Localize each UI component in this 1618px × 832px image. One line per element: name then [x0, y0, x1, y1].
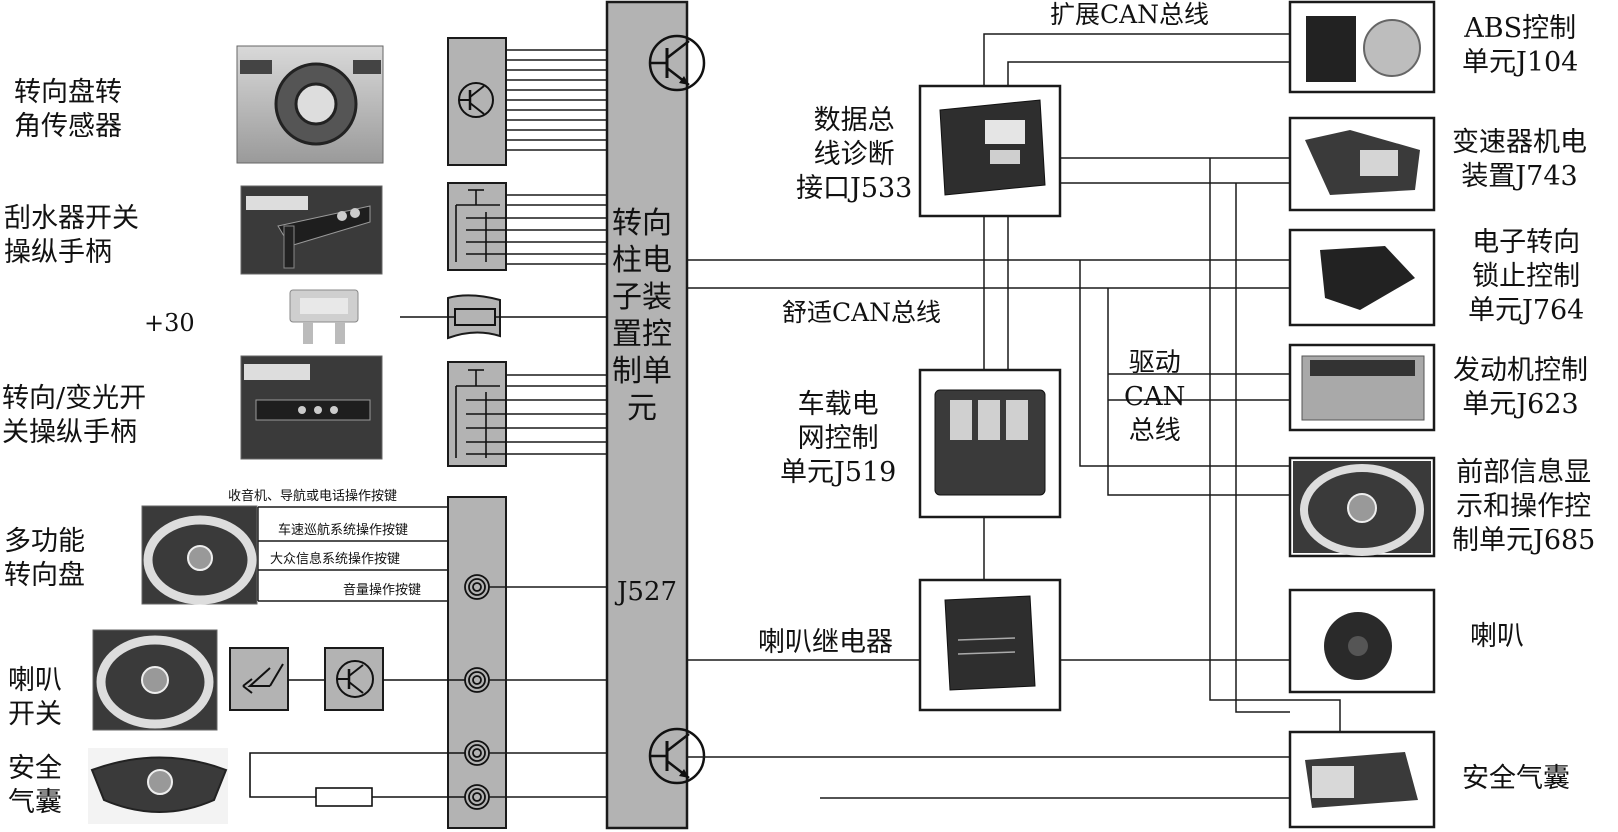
center-unit-name: 转向柱电子装置控制单元 [612, 206, 672, 426]
steering-angle-sensor-module [447, 37, 507, 166]
label-transmission-j743: 变速器机电 装置J743 [1452, 127, 1587, 192]
horn-switch-module [229, 647, 465, 711]
horn-relay-photo [918, 578, 1062, 712]
transistor-symbol-icon [336, 660, 374, 698]
center-unit-code: J527 [616, 577, 678, 607]
mf-button-label: 车速巡航系统操作按键 [278, 523, 409, 538]
transistor-symbol-icon [648, 727, 706, 785]
front-info-j685-photo [1288, 456, 1436, 558]
switch-symbol-icon [455, 369, 506, 458]
transmission-j743-photo [1288, 116, 1436, 212]
label-airbag-right: 安全气囊 [1462, 763, 1570, 794]
bus-wiring [687, 33, 1341, 799]
horn-button-symbol-icon [242, 663, 284, 694]
label-abs-j104: ABS控制 单元J104 [1462, 13, 1579, 78]
mf-button-label: 大众信息系统操作按键 [270, 552, 401, 567]
engine-j623-photo [1288, 343, 1436, 432]
steering-lock-j764-photo [1288, 228, 1436, 327]
label-multifunction-wheel: 多功能 转向盘 [4, 526, 85, 591]
mf-button-label: 音量操作按键 [343, 583, 422, 598]
label-horn: 喇叭 [1470, 621, 1524, 652]
label-engine-j623: 发动机控制 单元J623 [1453, 355, 1588, 420]
label-horn-switch: 喇叭 开关 [8, 665, 62, 730]
sensor-bus-lines [506, 49, 607, 151]
photo-wiper-lever [240, 185, 383, 275]
mf-button-lines [257, 506, 607, 798]
label-gateway-j533: 数据总 线诊断 接口J533 [796, 105, 913, 204]
onboard-power-j519-photo [918, 368, 1062, 519]
fuse-symbol-icon [400, 294, 607, 340]
turn-light-switch-module [447, 361, 507, 467]
label-wiper-switch: 刮水器开关 操纵手柄 [4, 203, 139, 268]
mf-button-label: 收音机、导航或电话操作按键 [228, 489, 398, 504]
transistor-symbol-icon [648, 34, 706, 92]
label-onboard-power-j519: 车载电 网控制 单元J519 [780, 389, 897, 488]
gateway-j533-photo [918, 84, 1062, 218]
label-drive-can: 驱动 CAN 总线 [1124, 348, 1186, 446]
horn-photo [1288, 588, 1436, 694]
label-turn-light-switch: 转向/变光开 关操纵手柄 [2, 383, 147, 448]
label-extended-can: 扩展CAN总线 [1050, 0, 1210, 29]
wiper-switch-lines [506, 194, 607, 265]
airbag-left-circuit [249, 752, 465, 807]
turn-switch-lines [506, 374, 607, 455]
clock-spring-module [447, 496, 507, 829]
photo-multifunction-wheel [141, 505, 258, 605]
transistor-symbol-icon [458, 82, 494, 118]
label-horn-relay: 喇叭继电器 [758, 627, 893, 658]
photo-turn-light-lever [240, 355, 383, 460]
photo-fuse [289, 289, 359, 344]
center-unit-j527 [605, 0, 706, 830]
abs-j104-photo [1288, 0, 1436, 94]
label-steering-angle-sensor: 转向盘转 角传感器 [14, 77, 122, 142]
photo-horn-switch-wheel [92, 629, 218, 731]
airbag-right-photo [1288, 730, 1436, 829]
label-comfort-can: 舒适CAN总线 [782, 298, 942, 327]
label-front-info-j685: 前部信息显 示和操作控 制单元J685 [1452, 457, 1596, 556]
wiper-switch-module [447, 182, 507, 271]
label-steering-lock-j764: 电子转向 锁止控制 单元J764 [1468, 227, 1585, 326]
photo-steering-angle-sensor [236, 45, 384, 164]
photo-airbag-left [88, 748, 228, 824]
label-airbag-left: 安全 气囊 [8, 753, 62, 818]
label-plus30: +30 [144, 309, 195, 337]
switch-symbol-icon [455, 189, 506, 262]
